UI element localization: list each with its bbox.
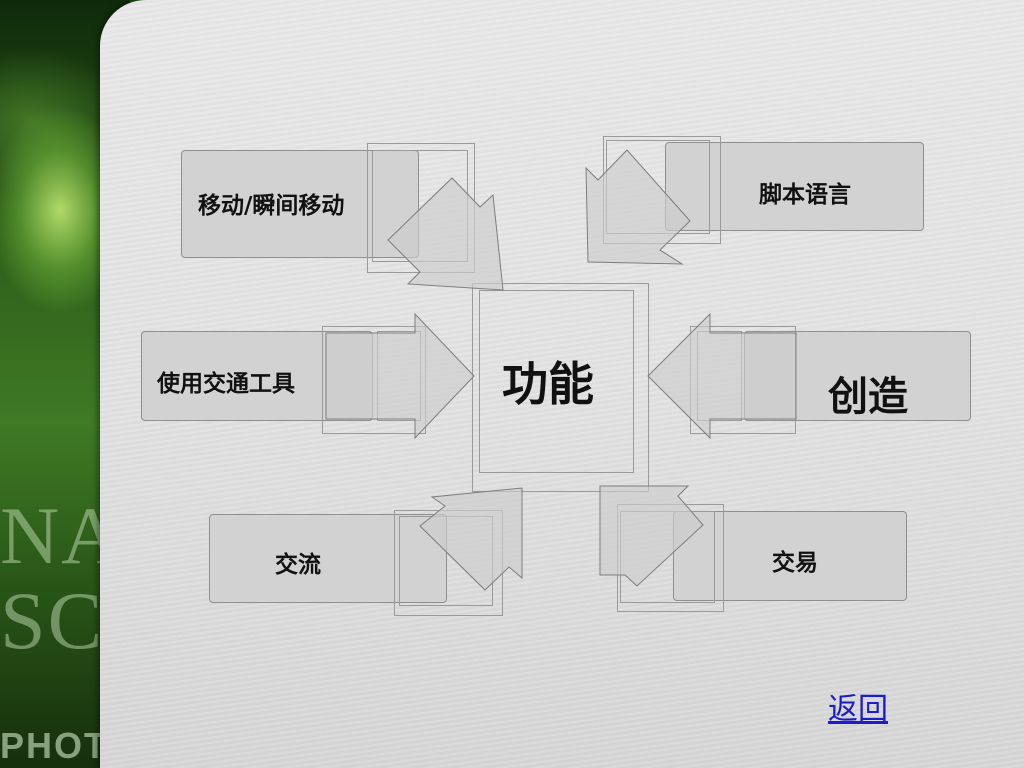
- arrow-from-trade: [599, 485, 704, 587]
- item-label-teleport: 移动/瞬间移动: [198, 193, 345, 219]
- item-label-create: 创造: [828, 374, 908, 420]
- item-label-script: 脚本语言: [759, 182, 851, 208]
- item-box-script[interactable]: [665, 142, 924, 231]
- item-label-trade: 交易: [772, 550, 818, 576]
- item-box-trade[interactable]: [673, 511, 907, 601]
- item-box-teleport[interactable]: [181, 150, 419, 258]
- arrow-from-script: [585, 149, 691, 265]
- item-label-communicate: 交流: [275, 552, 321, 578]
- item-label-vehicle: 使用交通工具: [157, 371, 295, 397]
- arrow-from-teleport: [387, 177, 504, 291]
- center-title: 功能: [502, 357, 594, 411]
- arrow-from-create: [647, 312, 797, 440]
- frame-center-outer: [472, 283, 649, 492]
- item-box-communicate[interactable]: [209, 514, 447, 603]
- arrow-from-vehicle: [325, 312, 475, 440]
- back-link[interactable]: 返回: [828, 692, 888, 727]
- frame-center-inner: [479, 290, 634, 473]
- arrow-from-communicate: [419, 487, 523, 591]
